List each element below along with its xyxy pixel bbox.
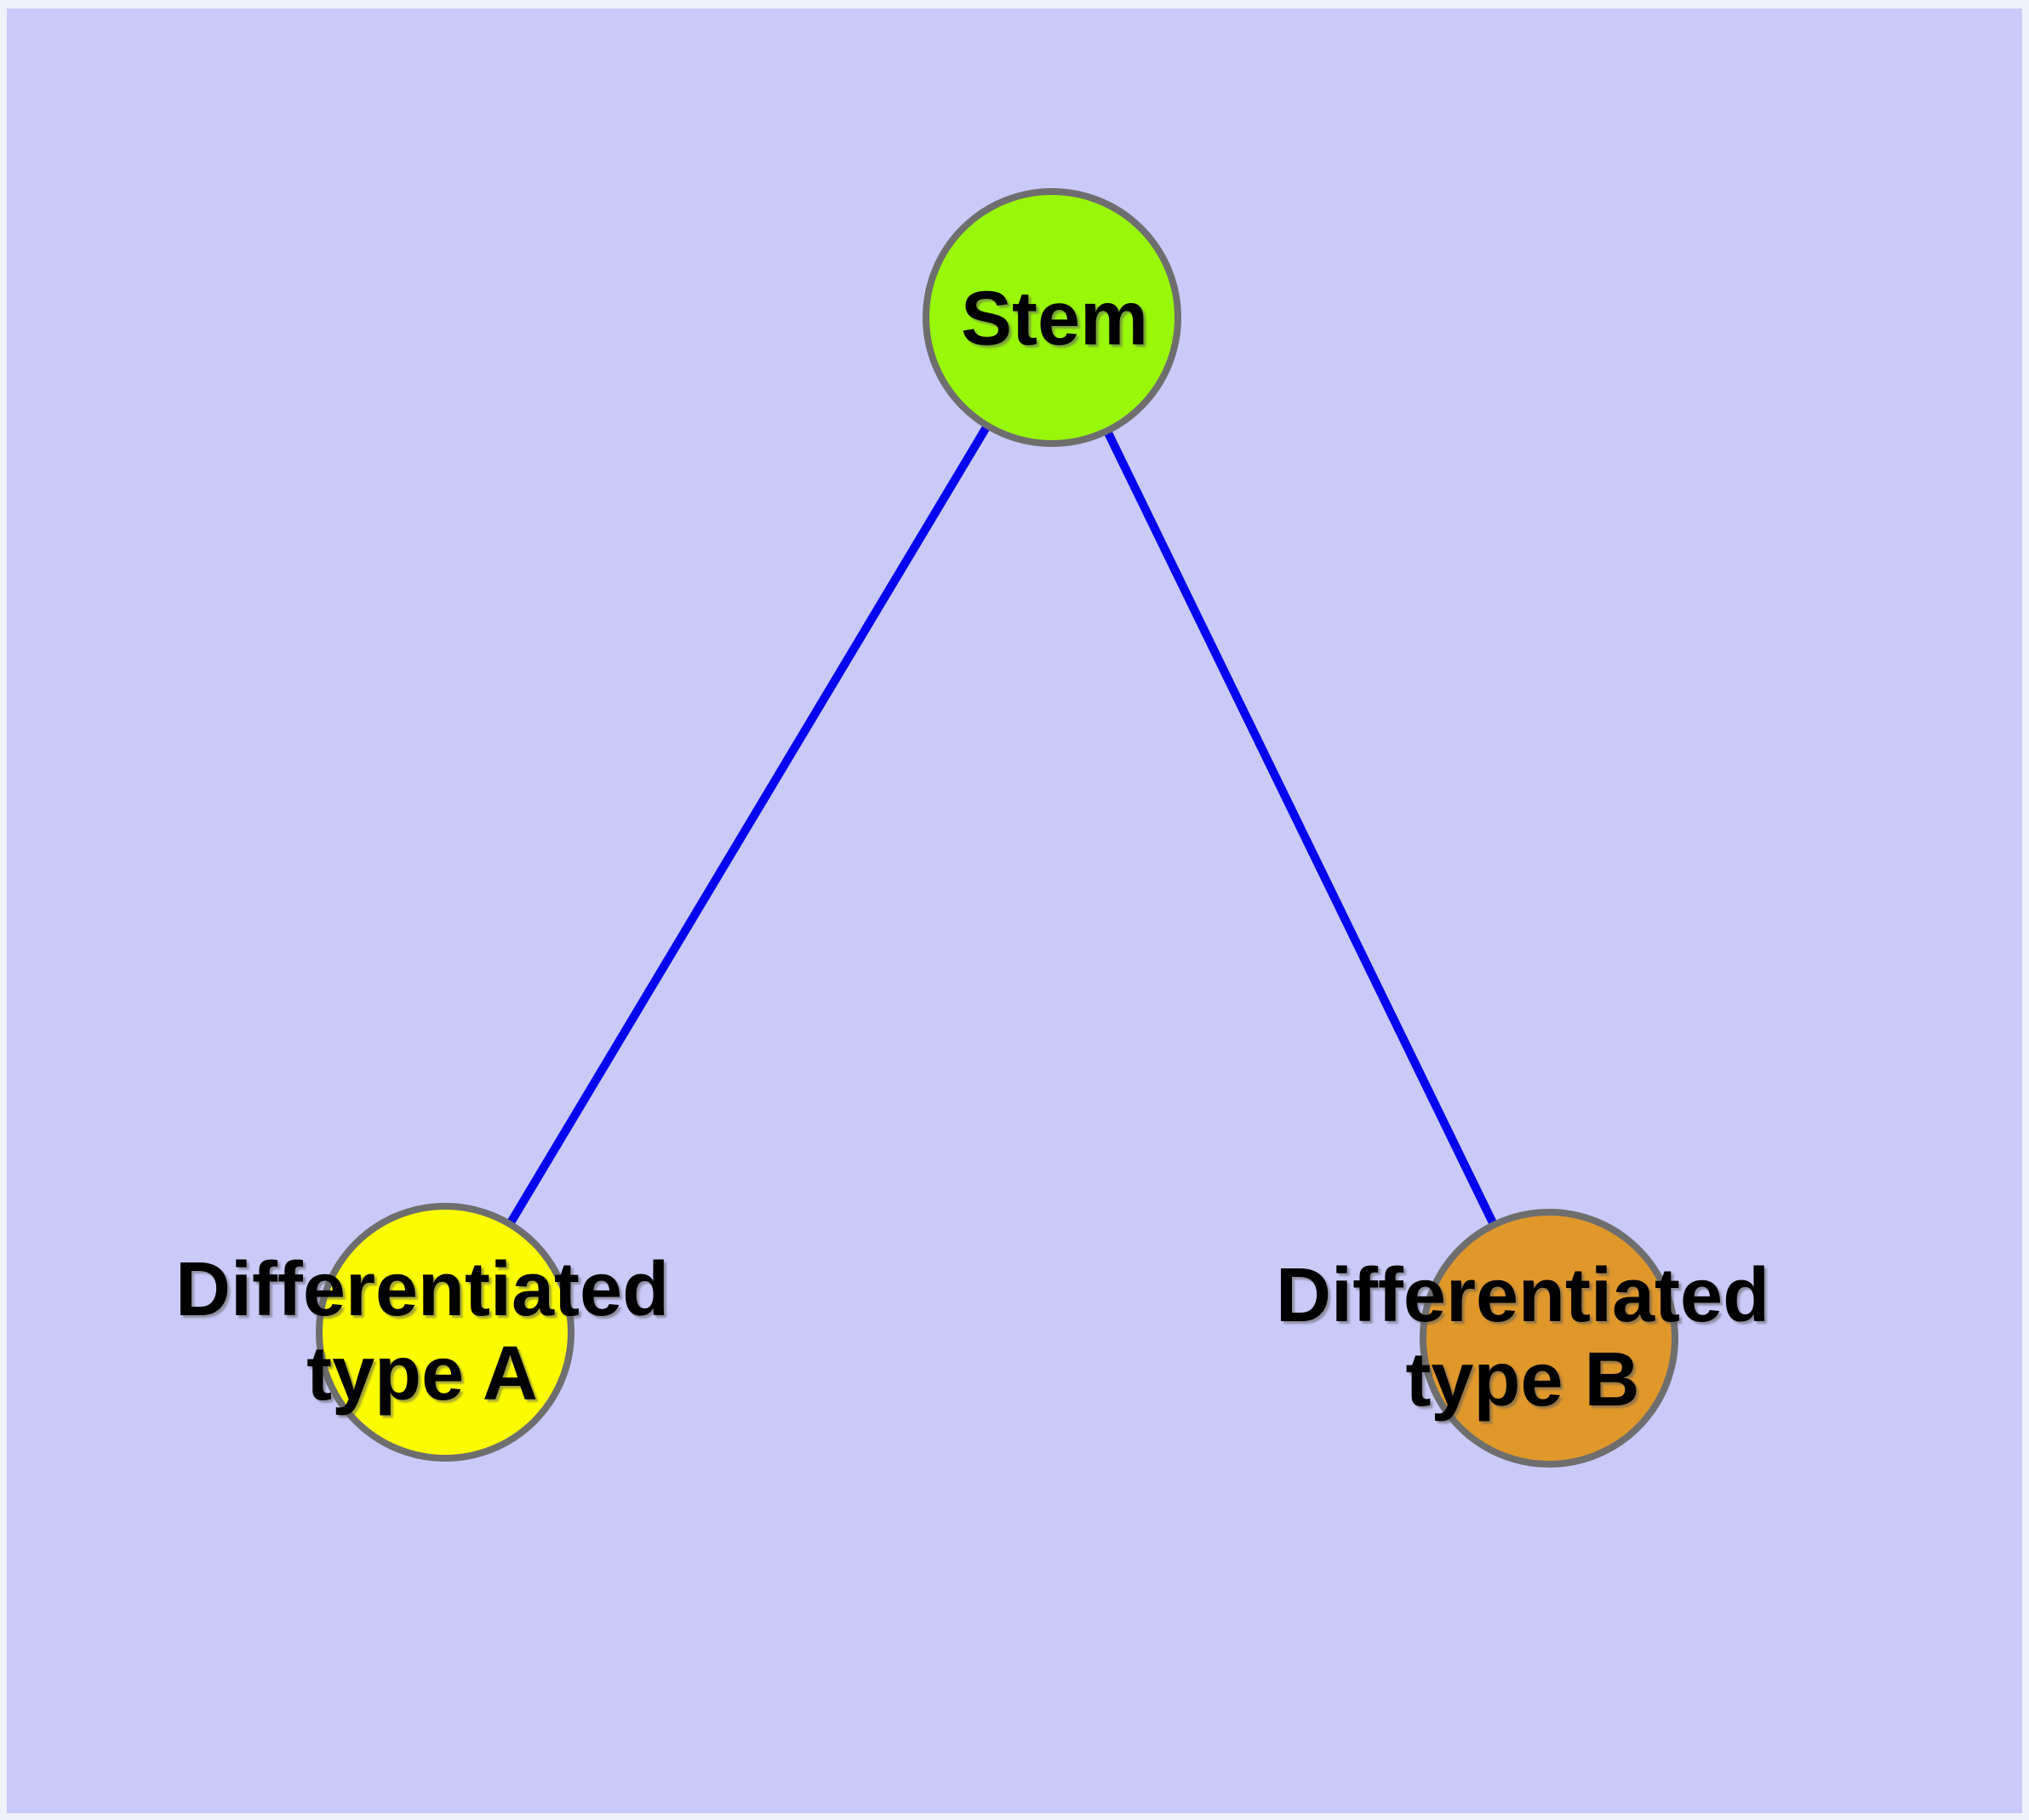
node-label-differentiated-type-b: Differentiated type B xyxy=(1276,1254,1769,1422)
node-label-stem: Stem xyxy=(960,276,1149,362)
node-label-type-a-line2: type A xyxy=(306,1331,538,1417)
node-stem xyxy=(923,188,1181,447)
node-label-type-b-line1: Differentiated xyxy=(1275,1253,1770,1338)
node-label-type-b-line2: type B xyxy=(1405,1337,1640,1422)
edge-stem-to-type-a xyxy=(441,315,1056,1335)
node-label-stem-text: Stem xyxy=(960,276,1149,362)
node-differentiated-type-a xyxy=(316,1203,574,1462)
node-differentiated-type-b xyxy=(1420,1209,1678,1468)
edge-stem-to-type-b xyxy=(1048,315,1553,1341)
node-label-differentiated-type-a: Differentiated type A xyxy=(175,1248,669,1417)
node-label-type-a-line1: Differentiated xyxy=(174,1247,670,1332)
